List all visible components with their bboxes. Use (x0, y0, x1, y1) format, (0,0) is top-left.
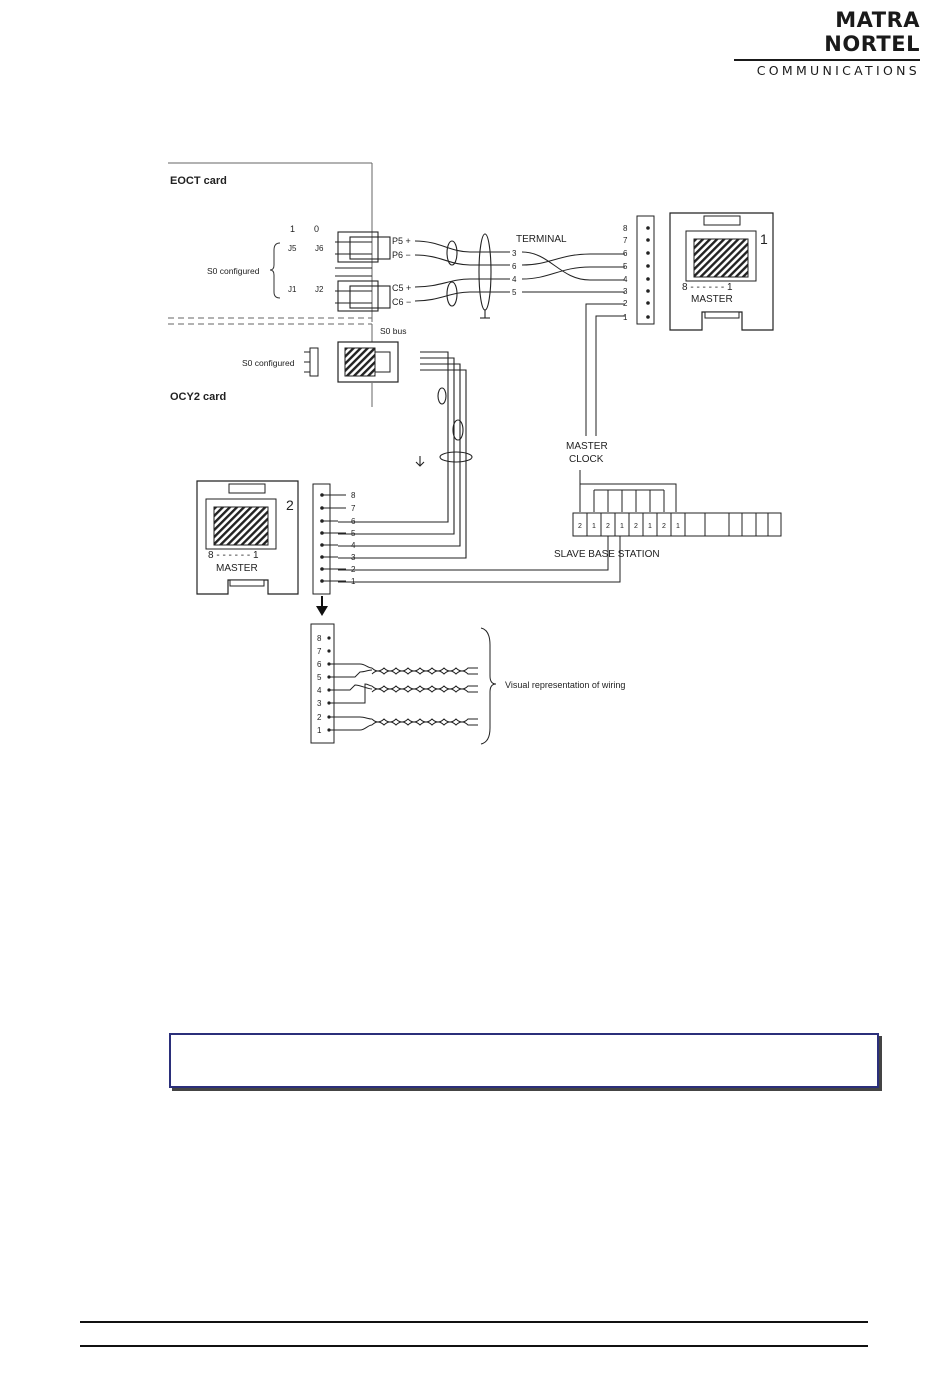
s0-bus-label: S0 bus (380, 326, 406, 336)
bottom-terminal-block (310, 623, 335, 744)
p6-label: P6 − (392, 250, 411, 260)
card-to-terminal-cable (414, 233, 510, 319)
logo-divider (734, 59, 920, 61)
slave-pin: 1 (676, 523, 680, 530)
slave-pin: 2 (606, 523, 610, 530)
left-block-pin-2: 2 (351, 565, 356, 574)
left-block-leads (322, 494, 346, 582)
p5-label: P5 + (392, 236, 411, 246)
left-block-pin-5: 5 (351, 529, 356, 538)
bottom-block-pin-2: 2 (317, 713, 322, 722)
top-block-pin-7: 7 (623, 236, 628, 245)
top-block-pin-6: 6 (623, 249, 628, 258)
ocy2-card-label: OCY2 card (170, 391, 226, 403)
slave-pin-labels: 2 1 2 1 2 1 2 1 (578, 523, 680, 530)
jumper-j2-label: J2 (315, 285, 324, 294)
c6-label: C6 − (392, 297, 411, 307)
terminal-pin-4: 4 (512, 275, 517, 284)
arrow-down-icon (316, 596, 328, 616)
visual-representation-label: Visual representation of wiring (505, 680, 625, 690)
jumper-j5-label: J5 (288, 244, 297, 253)
col-0-label: 0 (314, 224, 319, 234)
bottom-block-pin-6: 6 (317, 660, 322, 669)
master-jack-2 (196, 480, 299, 595)
ocy2-connector (304, 341, 399, 383)
slave-pin: 2 (662, 523, 666, 530)
s0-configured-bottom-label: S0 configured (242, 358, 295, 368)
jack-2-number: 2 (286, 497, 294, 513)
eoct-card-label: EOCT card (170, 175, 227, 187)
bottom-block-pin-4: 4 (317, 686, 322, 695)
slave-pin: 1 (620, 523, 624, 530)
twisted-pair-wiring (329, 627, 497, 745)
wiring-brace (480, 627, 497, 745)
col-1-label: 1 (290, 224, 295, 234)
top-block-pin-1: 1 (623, 313, 628, 322)
bottom-block-pin-3: 3 (317, 699, 322, 708)
slave-to-block-wires (338, 536, 621, 583)
terminal-crossover-wires (521, 251, 625, 293)
slave-pin: 2 (578, 523, 582, 530)
jack-1-number: 1 (760, 231, 768, 247)
s0-config-brace (269, 242, 281, 299)
top-terminal-block (636, 215, 655, 325)
left-terminal-block (312, 483, 331, 595)
left-block-pin-6: 6 (351, 517, 356, 526)
brand-subtitle: COMMUNICATIONS (756, 63, 920, 78)
slave-pin: 2 (634, 523, 638, 530)
left-block-pin-1: 1 (351, 577, 356, 586)
jack-2-master-label: MASTER (216, 563, 258, 574)
jack-2-pins: 8 - - - - - - 1 (208, 550, 259, 561)
card-connector (335, 231, 391, 312)
master-jack-1 (669, 212, 774, 331)
left-block-pin-7: 7 (351, 504, 356, 513)
slave-base-station-label: SLAVE BASE STATION (554, 549, 660, 560)
matra-nortel-logo: MATRA NORTEL COMMUNICATIONS (734, 8, 920, 78)
left-block-pin-3: 3 (351, 553, 356, 562)
top-block-pin-8: 8 (623, 224, 628, 233)
terminal-pin-6: 6 (512, 262, 517, 271)
bottom-block-pin-1: 1 (317, 726, 322, 735)
slave-pin: 1 (648, 523, 652, 530)
jack-1-master-label: MASTER (691, 294, 733, 305)
top-block-pin-5: 5 (623, 262, 628, 271)
master-clock-line2: CLOCK (569, 454, 604, 465)
terminal-pin-3: 3 (512, 249, 517, 258)
eoct-card-frame (168, 162, 373, 325)
footer-rule-bottom (80, 1345, 868, 1347)
terminal-pin-5: 5 (512, 288, 517, 297)
left-block-pin-8: 8 (351, 491, 356, 500)
brand-name: MATRA NORTEL (824, 8, 920, 56)
terminal-label: TERMINAL (516, 234, 567, 245)
top-block-pin-dots (646, 226, 650, 319)
master-clock-wires (579, 303, 677, 512)
note-box (169, 1033, 879, 1088)
bottom-block-pins: 8 7 6 5 4 3 2 1 (317, 634, 322, 735)
top-block-pin-3: 3 (623, 287, 628, 296)
master-clock-line1: MASTER (566, 441, 608, 452)
jumper-j6-label: J6 (315, 244, 324, 253)
jack-1-pins: 8 - - - - - - 1 (682, 282, 733, 293)
top-block-pins: 8 7 6 5 4 3 2 1 (623, 224, 628, 322)
s0-configured-top-label: S0 configured (207, 266, 260, 276)
bottom-block-pin-8: 8 (317, 634, 322, 643)
footer-rule-top (80, 1321, 868, 1323)
c5-label: C5 + (392, 283, 411, 293)
slave-pin: 1 (592, 523, 596, 530)
jumper-j1-label: J1 (288, 285, 297, 294)
bottom-block-pin-5: 5 (317, 673, 322, 682)
slave-base-station-strip (572, 512, 782, 537)
top-block-pin-2: 2 (623, 299, 628, 308)
bottom-block-pin-7: 7 (317, 647, 322, 656)
left-block-pin-4: 4 (351, 541, 356, 550)
ocy2-to-block-cable (338, 351, 473, 559)
left-block-pins: 8 7 6 5 4 3 2 1 (351, 491, 356, 586)
top-block-pin-4: 4 (623, 275, 628, 284)
